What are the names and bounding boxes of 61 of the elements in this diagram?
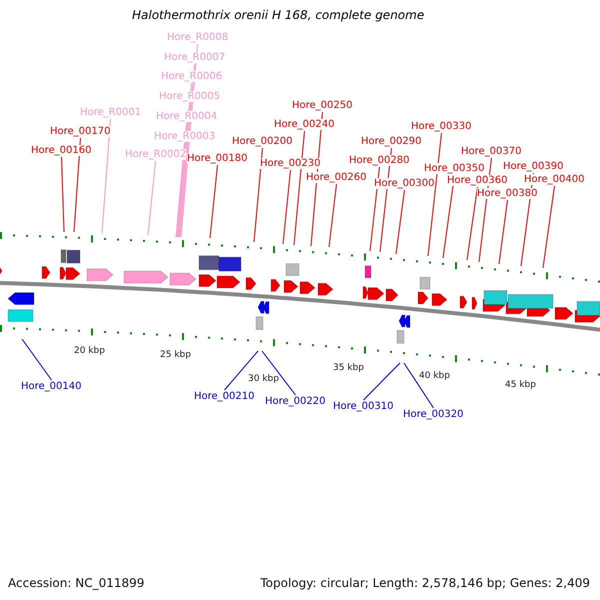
gene-label: Hore_00210 [194, 391, 254, 402]
leader-line [224, 350, 258, 390]
gene-label: Hore_00390 [503, 161, 564, 172]
gene-label: Hore_00220 [265, 396, 326, 407]
leader-line [102, 118, 111, 234]
leader-line [466, 186, 478, 260]
gene-label: Hore_00380 [477, 188, 538, 199]
leader-line [404, 362, 434, 408]
leader-line [22, 338, 52, 380]
leader-line [542, 186, 555, 268]
leader-line [428, 132, 442, 256]
leader-line [363, 362, 400, 400]
scale-label: 35 kbp [333, 363, 364, 374]
gene-label: Hore_00240 [274, 119, 334, 130]
gene-label: Hore_00360 [447, 175, 508, 186]
gene-label: Hore_00170 [50, 126, 110, 137]
gene-label: Hore_00350 [424, 163, 484, 174]
leader-line [282, 170, 291, 244]
leader-line [498, 200, 508, 264]
gene-label: Hore_00400 [524, 174, 584, 185]
scale-label: 40 kbp [419, 371, 450, 382]
gene-label: Hore_00260 [306, 172, 366, 183]
leader-line [370, 166, 380, 252]
scale-label: 30 kbp [248, 374, 279, 385]
gene-label: Hore_R0003 [154, 131, 216, 142]
gene-label: Hore_R0008 [167, 32, 228, 43]
leader-line [328, 184, 337, 248]
gene-label: Hore_00290 [361, 136, 422, 147]
gene-label: Hore_00300 [374, 178, 434, 189]
leader-line [176, 142, 185, 238]
leader-line [396, 190, 405, 254]
leader-line [61, 156, 64, 232]
gene-label: Hore_R0001 [80, 107, 142, 118]
leader-line [210, 164, 218, 238]
genome-summary: Topology: circular; Length: 2,578,146 bp; Genes: 2,409 [260, 576, 590, 590]
leader-line [74, 138, 81, 232]
gene-label: Hore_00250 [292, 100, 352, 111]
accession-note: Accession: NC_011899 [8, 576, 144, 590]
gene-label: Hore_R0004 [156, 111, 218, 122]
gene-label: Hore_00140 [21, 381, 82, 392]
gene-label: Hore_00230 [260, 158, 320, 169]
gene-label: Hore_R0002 [125, 149, 186, 160]
leader-line [148, 160, 156, 236]
gene-label: Hore_00180 [187, 153, 248, 164]
gene-label: Hore_00330 [411, 121, 472, 132]
leader-line [294, 130, 305, 246]
gene-label: Hore_00310 [333, 401, 394, 412]
scale-label: 45 kbp [505, 380, 536, 391]
map-title: Halothermothrix orenii H 168, complete genome [132, 10, 424, 21]
gene-label: Hore_R0007 [164, 52, 226, 63]
gene-label: Hore_00370 [461, 146, 522, 157]
gene-label: Hore_00320 [403, 409, 464, 420]
scale-label: 20 kbp [74, 346, 105, 357]
gene-label: Hore_R0006 [161, 71, 222, 82]
gene-label: Hore_00160 [31, 145, 92, 156]
leader-line [254, 148, 263, 242]
scale-label: 25 kbp [160, 350, 191, 361]
gene-label: Hore_00280 [349, 155, 410, 166]
leader-line [262, 350, 296, 396]
gene-label: Hore_00200 [232, 136, 292, 147]
gene-label: Hore_R0005 [159, 91, 220, 102]
